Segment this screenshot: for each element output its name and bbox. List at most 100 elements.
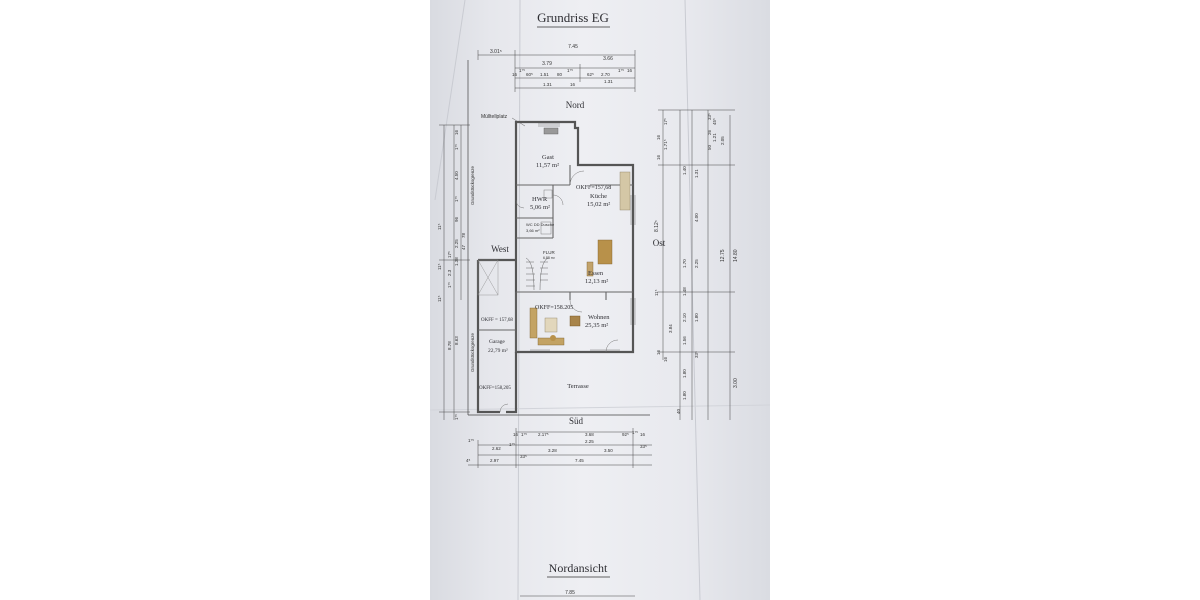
dim-label: 1.31 xyxy=(694,169,699,178)
fireplace xyxy=(543,127,559,135)
room-area-kueche: 15,02 m² xyxy=(587,201,610,208)
dim-label: 3.50 xyxy=(604,448,613,453)
floor-plan-drawing: Grundriss EG Nordansicht 3.01⁵ 7.45 3.79… xyxy=(430,0,770,600)
dining-table xyxy=(597,239,613,265)
flur-label: FLUR xyxy=(543,250,556,255)
dim-label: 2.25 xyxy=(585,439,594,444)
coffee-table xyxy=(544,317,558,333)
dim-chain-label: 1.31 xyxy=(604,79,613,84)
plan-title: Grundriss EG xyxy=(537,10,609,25)
dim-label: 2.10 xyxy=(682,313,687,322)
dim-label: 1.80 xyxy=(694,313,699,322)
furniture xyxy=(529,127,631,346)
dim-label: 1⁷⁵ xyxy=(509,442,515,447)
plan-paper-sheet: Grundriss EG Nordansicht 3.01⁵ 7.45 3.79… xyxy=(430,0,770,600)
room-name-gast: Gast xyxy=(542,154,554,161)
dim-label: 3.28 xyxy=(548,448,557,453)
orientation-west: West xyxy=(491,244,509,254)
dim-right-col3: 1.31 4.00 2.25 1.80 33⁵ xyxy=(694,169,699,358)
dim-label: 2.62 xyxy=(492,446,501,451)
dimensions-left xyxy=(439,124,470,420)
dim-chain-label: 1⁷⁵ xyxy=(519,68,525,73)
dim-label: 2.97 xyxy=(490,458,499,463)
dim-label: 1⁷⁵ xyxy=(468,438,474,443)
room-name-hwr: HWR xyxy=(532,196,548,203)
elevation-width: 7.85 xyxy=(565,590,575,596)
dim-label: 2.17⁵ xyxy=(538,432,549,437)
windows xyxy=(530,123,636,351)
door-swings xyxy=(499,170,619,413)
dim-label: 11⁵ xyxy=(437,295,442,302)
dim-label: 1⁷⁵ xyxy=(521,432,527,437)
dim-chain-label: 62⁵ xyxy=(587,72,594,77)
dim-label: 17⁵ xyxy=(447,251,452,258)
room-labels: Gast 11,57 m² HWR 5,06 m² Küche 15,02 m²… xyxy=(488,154,610,354)
dim-right-outer4: 3.00 xyxy=(733,378,739,388)
dim-label: 4.50 xyxy=(454,171,459,180)
property-boundary xyxy=(467,60,650,416)
dim-label: 8.78 xyxy=(447,341,452,350)
room-area-essen: 12,13 m² xyxy=(585,278,608,285)
wc-area: 3,66 m² xyxy=(526,228,540,233)
level-garage-bottom: OKFF=158,205 xyxy=(479,386,511,391)
dim-left-col-e: 47 78 xyxy=(461,232,466,250)
dim-label: 1.38 xyxy=(454,257,459,266)
paper-folds xyxy=(430,0,770,600)
dim-label: 16 xyxy=(513,432,519,437)
dim-label: 1.48 xyxy=(682,287,687,296)
sideboard xyxy=(586,261,594,277)
dim-label: 8.63 xyxy=(454,336,459,345)
dim-label: 1.71⁵ xyxy=(663,139,668,150)
boundary-label-top: Grundstücksgrenze xyxy=(470,165,475,205)
shower xyxy=(540,221,552,235)
dim-label: 96 xyxy=(454,216,459,222)
dim-right-mid: 11⁵ xyxy=(654,289,659,296)
sofa xyxy=(529,307,538,339)
dim-left-col-d: 16 xyxy=(454,129,459,135)
staircase xyxy=(525,257,549,291)
dim-label: 11⁵ xyxy=(437,263,442,270)
dim-label: 33⁵ xyxy=(707,113,712,120)
dim-left-col-a: 1⁷⁵ 4.50 1⁷⁵ 96 2.25 1.38 2.3 1⁷⁵ 8.63 1… xyxy=(447,144,459,420)
room-name-kueche: Küche xyxy=(590,193,607,200)
dim-label: 16 xyxy=(454,129,459,135)
room-name-essen: Essen xyxy=(588,270,604,277)
dim-top-sub2: 3.66 xyxy=(603,56,613,62)
dim-chain-label: 2.70 xyxy=(601,72,610,77)
dim-bottom-row1: 1⁷⁵ 2.62 1⁷⁵ 16 1⁷⁵ 2.17⁵ 3.68 92⁵ 1⁷⁵ 1… xyxy=(468,430,646,451)
dim-label: 40 xyxy=(676,408,681,414)
dim-label: 33⁵ xyxy=(520,454,527,459)
dim-label: 3.68 xyxy=(585,432,594,437)
dim-label: 1.80 xyxy=(682,369,687,378)
level-garage-top: OKFF = 157,68 xyxy=(481,318,513,323)
waste-bin-area-label: Mülltellplatz xyxy=(481,114,508,120)
dim-label: 92⁵ xyxy=(622,432,629,437)
elevation-title: Nordansicht xyxy=(549,561,608,575)
floor-level-labels: OKFF=157,68 OKFF=158.205 OKFF = 157,68 O… xyxy=(479,185,611,391)
room-area-wohnen: 25,35 m² xyxy=(585,322,608,329)
dim-label: 1⁷⁵ xyxy=(454,144,459,150)
dim-bottom-row3: 4⁵ 2.97 7.45 xyxy=(466,458,584,463)
dim-label: 78 xyxy=(461,232,466,238)
dim-chain-label: 80 xyxy=(557,72,563,77)
orientation-north: Nord xyxy=(566,100,585,110)
washer xyxy=(543,189,553,199)
dim-left-col-b: 11⁵ 11⁵ 11⁵ xyxy=(437,223,442,302)
dim-label: 33⁵ xyxy=(640,444,647,449)
dim-label: 17⁵ xyxy=(663,118,668,125)
orientation-east: Ost xyxy=(653,238,666,248)
dim-label: 26 xyxy=(707,129,712,135)
dim-label: 2.05 xyxy=(720,136,725,145)
room-name-wohnen: Wohnen xyxy=(588,314,610,321)
dim-label: 16 xyxy=(640,432,646,437)
dim-chain-label: 16 xyxy=(512,72,518,77)
dim-right-col2: 1.40 1.70 1.48 2.10 1.56 1.80 1.80 40 xyxy=(676,166,687,414)
room-area-gast: 11,57 m² xyxy=(536,162,559,169)
dim-right-outer1: 14.80 xyxy=(733,249,739,262)
dim-label: 1.70 xyxy=(682,259,687,268)
dim-label: 1⁷⁵ xyxy=(454,196,459,202)
dim-label: 16 xyxy=(656,134,661,140)
dim-top-left-offset: 3.01⁵ xyxy=(490,49,502,55)
dim-label: 2.25 xyxy=(454,239,459,248)
dim-bottom-row2: 3.28 3.50 33⁵ 33⁵ xyxy=(520,444,647,459)
